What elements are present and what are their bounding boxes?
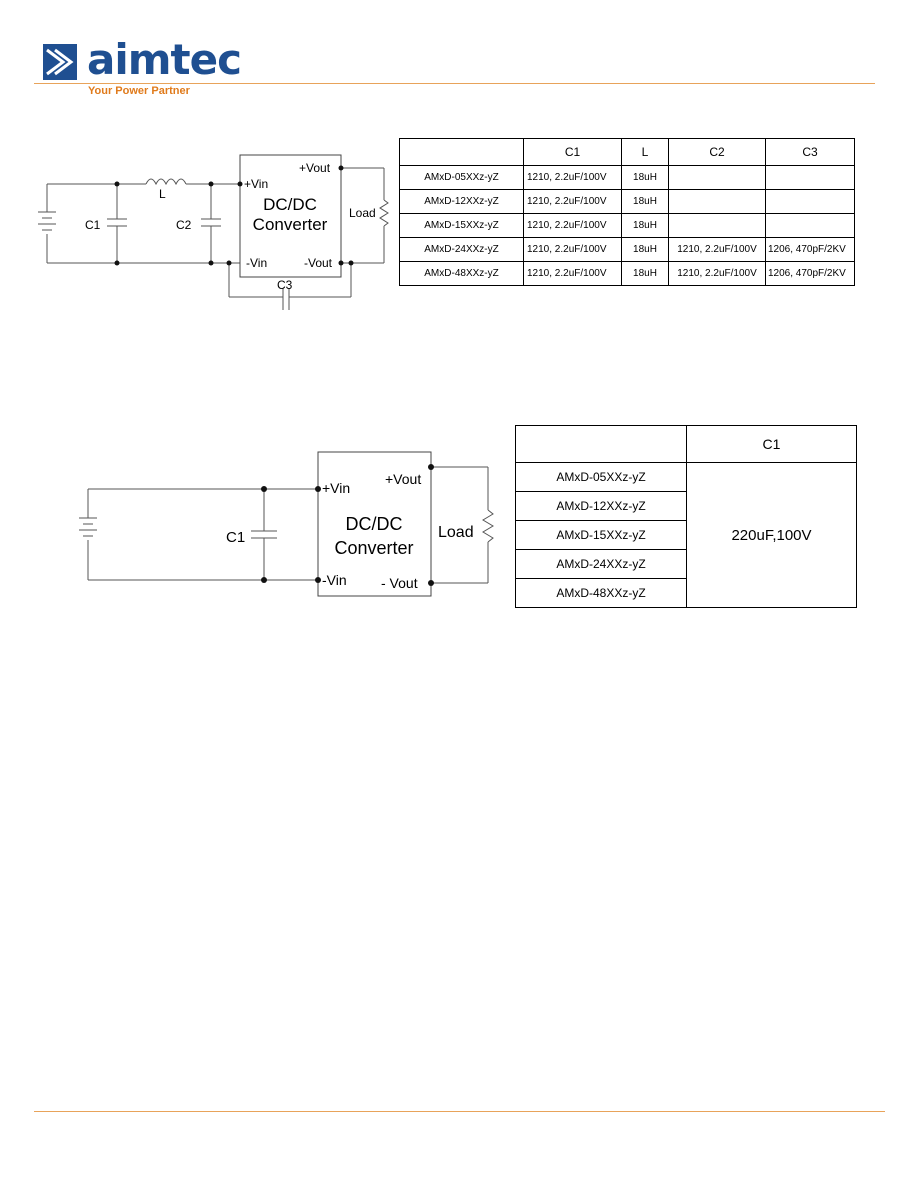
c3-cell	[765, 189, 855, 214]
table-header-cell: C1	[523, 138, 622, 166]
l-cell: 18uH	[621, 189, 669, 214]
header-rule	[34, 83, 875, 84]
c1-cell: 1210, 2.2uF/100V	[523, 261, 622, 286]
c2-cell: 1210, 2.2uF/100V	[668, 261, 766, 286]
table-header-cell: C3	[765, 138, 855, 166]
c2-cell	[668, 189, 766, 214]
load-label: Load	[438, 524, 474, 541]
circuit-diagram-2: C1 +Vin -Vin +Vout - Vout Load DC/DC Con…	[79, 451, 494, 597]
c1-label: C1	[226, 529, 245, 546]
model-cell: AMxD-48XXz-yZ	[515, 578, 687, 608]
load-resistor-icon	[482, 509, 494, 543]
model-cell: AMxD-12XXz-yZ	[515, 491, 687, 521]
table-row: AMxD-12XXz-yZ	[515, 491, 857, 521]
inductor-label: L	[159, 187, 166, 201]
table-header-cell: C2	[668, 138, 766, 166]
table-row: AMxD-24XXz-yZ 1210, 2.2uF/100V 18uH 1210…	[399, 237, 855, 262]
circuit-diagram-1: L C1 C2 C3 +Vin -Vin +Vout -Vout Load DC…	[38, 154, 389, 310]
model-cell: AMxD-15XXz-yZ	[399, 213, 524, 238]
table-row: AMxD-15XXz-yZ 1210, 2.2uF/100V 18uH	[399, 213, 855, 238]
model-cell: AMxD-05XXz-yZ	[399, 165, 524, 190]
l-cell: 18uH	[621, 213, 669, 238]
filter-component-table: C1 L C2 C3 AMxD-05XXz-yZ 1210, 2.2uF/100…	[399, 138, 855, 286]
vin-plus-label: +Vin	[322, 480, 350, 496]
converter-label-line1: DC/DC	[346, 514, 403, 534]
c1-cell: 1210, 2.2uF/100V	[523, 189, 622, 214]
logo-mark-icon	[43, 44, 77, 80]
table-row: AMxD-48XXz-yZ 1210, 2.2uF/100V 18uH 1210…	[399, 261, 855, 286]
inductor-icon	[145, 178, 187, 186]
table-header-cell: L	[621, 138, 669, 166]
c1-value-cell: 220uF,100V	[686, 462, 857, 608]
table-row: AMxD-24XXz-yZ	[515, 549, 857, 579]
table-row: AMxD-48XXz-yZ	[515, 578, 857, 608]
vin-minus-label: -Vin	[322, 572, 347, 588]
tagline: Your Power Partner	[88, 85, 190, 97]
footer-rule	[34, 1111, 885, 1112]
model-cell: AMxD-05XXz-yZ	[515, 462, 687, 492]
vin-minus-label: -Vin	[246, 256, 267, 270]
l-cell: 18uH	[621, 261, 669, 286]
model-cell: AMxD-24XXz-yZ	[515, 549, 687, 579]
converter-label-line2: Converter	[253, 215, 328, 234]
model-cell: AMxD-24XXz-yZ	[399, 237, 524, 262]
table-header-cell	[399, 138, 524, 166]
converter-label-line2: Converter	[334, 538, 413, 558]
table-header-row: C1	[515, 425, 857, 463]
table-header-cell: C1	[686, 425, 857, 463]
table-header-row: C1 L C2 C3	[399, 138, 855, 166]
c1-label: C1	[85, 218, 101, 232]
vout-minus-label: - Vout	[381, 575, 418, 591]
brand-logo: aimtec	[87, 35, 242, 84]
vout-plus-label: +Vout	[299, 161, 331, 175]
c1-cell: 1210, 2.2uF/100V	[523, 165, 622, 190]
c3-cell: 1206, 470pF/2KV	[765, 237, 855, 262]
model-cell: AMxD-48XXz-yZ	[399, 261, 524, 286]
input-capacitor-table: C1 AMxD-05XXz-yZ 220uF,100V AMxD-12XXz-y…	[515, 425, 857, 608]
load-label: Load	[349, 206, 376, 220]
table-row: AMxD-05XXz-yZ 1210, 2.2uF/100V 18uH	[399, 165, 855, 190]
load-resistor-icon	[379, 199, 389, 227]
model-cell: AMxD-12XXz-yZ	[399, 189, 524, 214]
c2-cell	[668, 213, 766, 238]
c1-cell: 1210, 2.2uF/100V	[523, 237, 622, 262]
table-header-cell	[515, 425, 687, 463]
table-row: AMxD-15XXz-yZ	[515, 520, 857, 550]
c2-cell	[668, 165, 766, 190]
table-row: AMxD-05XXz-yZ 220uF,100V	[515, 462, 857, 608]
c2-label: C2	[176, 218, 192, 232]
c3-cell: 1206, 470pF/2KV	[765, 261, 855, 286]
c3-cell	[765, 213, 855, 238]
l-cell: 18uH	[621, 237, 669, 262]
vin-plus-label: +Vin	[244, 177, 268, 191]
vout-minus-label: -Vout	[304, 256, 333, 270]
c3-cell	[765, 165, 855, 190]
vout-plus-label: +Vout	[385, 471, 421, 487]
c3-label: C3	[277, 278, 293, 292]
c1-cell: 1210, 2.2uF/100V	[523, 213, 622, 238]
c2-cell: 1210, 2.2uF/100V	[668, 237, 766, 262]
converter-label-line1: DC/DC	[263, 195, 317, 214]
model-cell: AMxD-15XXz-yZ	[515, 520, 687, 550]
table-row: AMxD-12XXz-yZ 1210, 2.2uF/100V 18uH	[399, 189, 855, 214]
l-cell: 18uH	[621, 165, 669, 190]
